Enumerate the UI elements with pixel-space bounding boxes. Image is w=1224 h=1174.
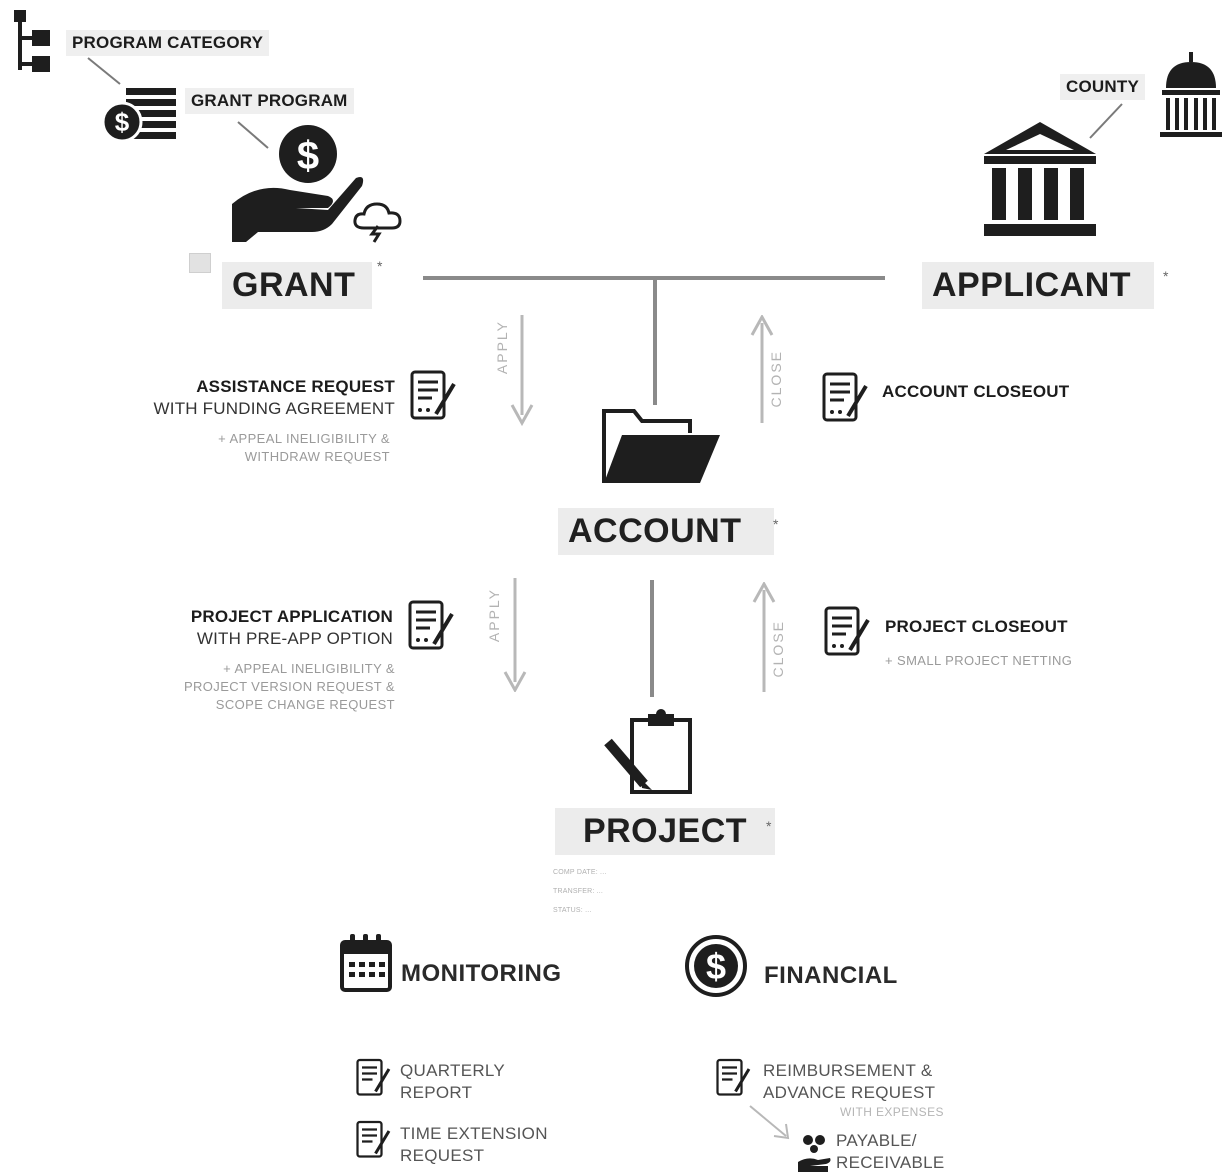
payable-receivable-label: PAYABLE/ RECEIVABLE [836,1130,945,1174]
account-label: ACCOUNT [558,508,774,555]
project-app-line1: PROJECT APPLICATION [190,607,393,626]
form-edit-icon [410,370,456,420]
apply-label-project: APPLY [486,588,502,643]
calendar-icon [340,934,392,992]
account-star: * [773,516,779,532]
dollar-circle-icon: $ [685,935,747,997]
reimb-line1: REIMBURSEMENT & [763,1061,933,1080]
applicant-label: APPLICANT [922,262,1154,309]
svg-text:$: $ [706,946,726,987]
form-edit-icon [356,1058,391,1096]
form-edit-icon [356,1120,391,1158]
project-label: PROJECT [555,808,775,855]
time-ext-line2: REQUEST [400,1146,485,1165]
quarterly-line1: QUARTERLY [400,1061,506,1080]
svg-text:$: $ [297,134,319,178]
grant-program-label: GRANT PROGRAM [185,88,354,114]
form-edit-icon [824,606,870,656]
payable-line2: RECEIVABLE [836,1153,945,1172]
project-application-note: + APPEAL INELIGIBILITY & PROJECT VERSION… [120,660,395,714]
grant-label: GRANT [222,262,372,309]
close-label-account: CLOSE [768,350,784,408]
project-app-note3: SCOPE CHANGE REQUEST [215,697,395,712]
project-closeout-note: + SMALL PROJECT NETTING [885,653,1073,668]
hand-coin-icon: $ [232,125,364,242]
hand-coins-icon [798,1135,831,1172]
financial-title: FINANCIAL [764,962,898,989]
form-edit-icon [408,600,454,650]
applicant-star: * [1163,268,1169,284]
assistance-line1: ASSISTANCE REQUEST [196,377,395,396]
account-closeout-label: ACCOUNT CLOSEOUT [882,382,1070,401]
apply-arrow-down-project [503,578,527,692]
svg-text:$: $ [115,107,130,137]
project-app-note2: PROJECT VERSION REQUEST & [183,679,395,694]
bank-building-icon [984,122,1096,236]
hierarchy-icon [14,10,50,72]
county-label: COUNTY [1060,74,1145,100]
payable-arrow [749,1105,790,1140]
apply-arrow-down [510,315,534,427]
apply-label-account: APPLY [494,320,510,375]
capitol-dome-icon [1160,52,1222,137]
form-edit-icon [716,1058,751,1096]
reimbursement-note: WITH EXPENSES [840,1105,944,1119]
payable-line1: PAYABLE/ [836,1131,917,1150]
project-app-line2: WITH PRE-APP OPTION [196,629,393,648]
project-closeout-label: PROJECT CLOSEOUT [885,617,1068,636]
quarterly-report-label: QUARTERLY REPORT [400,1060,505,1104]
reimbursement-label: REIMBURSEMENT & ADVANCE REQUEST [763,1060,935,1104]
assistance-note: + APPEAL INELIGIBILITY & WITHDRAW REQUES… [150,430,390,466]
cloud-bolt-icon [353,202,402,243]
assistance-request-title: ASSISTANCE REQUEST WITH FUNDING AGREEMEN… [120,376,395,420]
close-label-project: CLOSE [770,620,786,678]
grant-star: * [377,258,383,274]
project-note-1: COMP DATE: ... [553,869,607,876]
project-notes: COMP DATE: ... TRANSFER: ... STATUS: ... [553,868,853,915]
assistance-note2: WITHDRAW REQUEST [244,449,390,464]
grant-checkbox [189,253,211,273]
program-category-label: PROGRAM CATEGORY [66,30,270,56]
time-ext-line1: TIME EXTENSION [400,1124,548,1143]
quarterly-line2: REPORT [400,1083,473,1102]
money-list-icon: $ [101,88,176,143]
monitoring-title: MONITORING [401,960,562,987]
close-arrow-up [750,315,774,423]
project-star: * [766,818,772,834]
project-application-title: PROJECT APPLICATION WITH PRE-APP OPTION [120,606,393,650]
close-arrow-up-project [752,582,776,692]
clipboard-pencil-icon [604,709,692,794]
project-note-2: TRANSFER: ... [553,888,604,895]
assistance-note1: + APPEAL INELIGIBILITY & [218,431,390,446]
time-extension-label: TIME EXTENSION REQUEST [400,1123,548,1167]
form-edit-icon [822,372,868,422]
reimb-line2: ADVANCE REQUEST [763,1083,936,1102]
assistance-line2: WITH FUNDING AGREEMENT [153,399,395,418]
project-app-note1: + APPEAL INELIGIBILITY & [223,661,395,676]
folder-icon [602,409,720,483]
project-note-3: STATUS: ... [553,907,592,914]
